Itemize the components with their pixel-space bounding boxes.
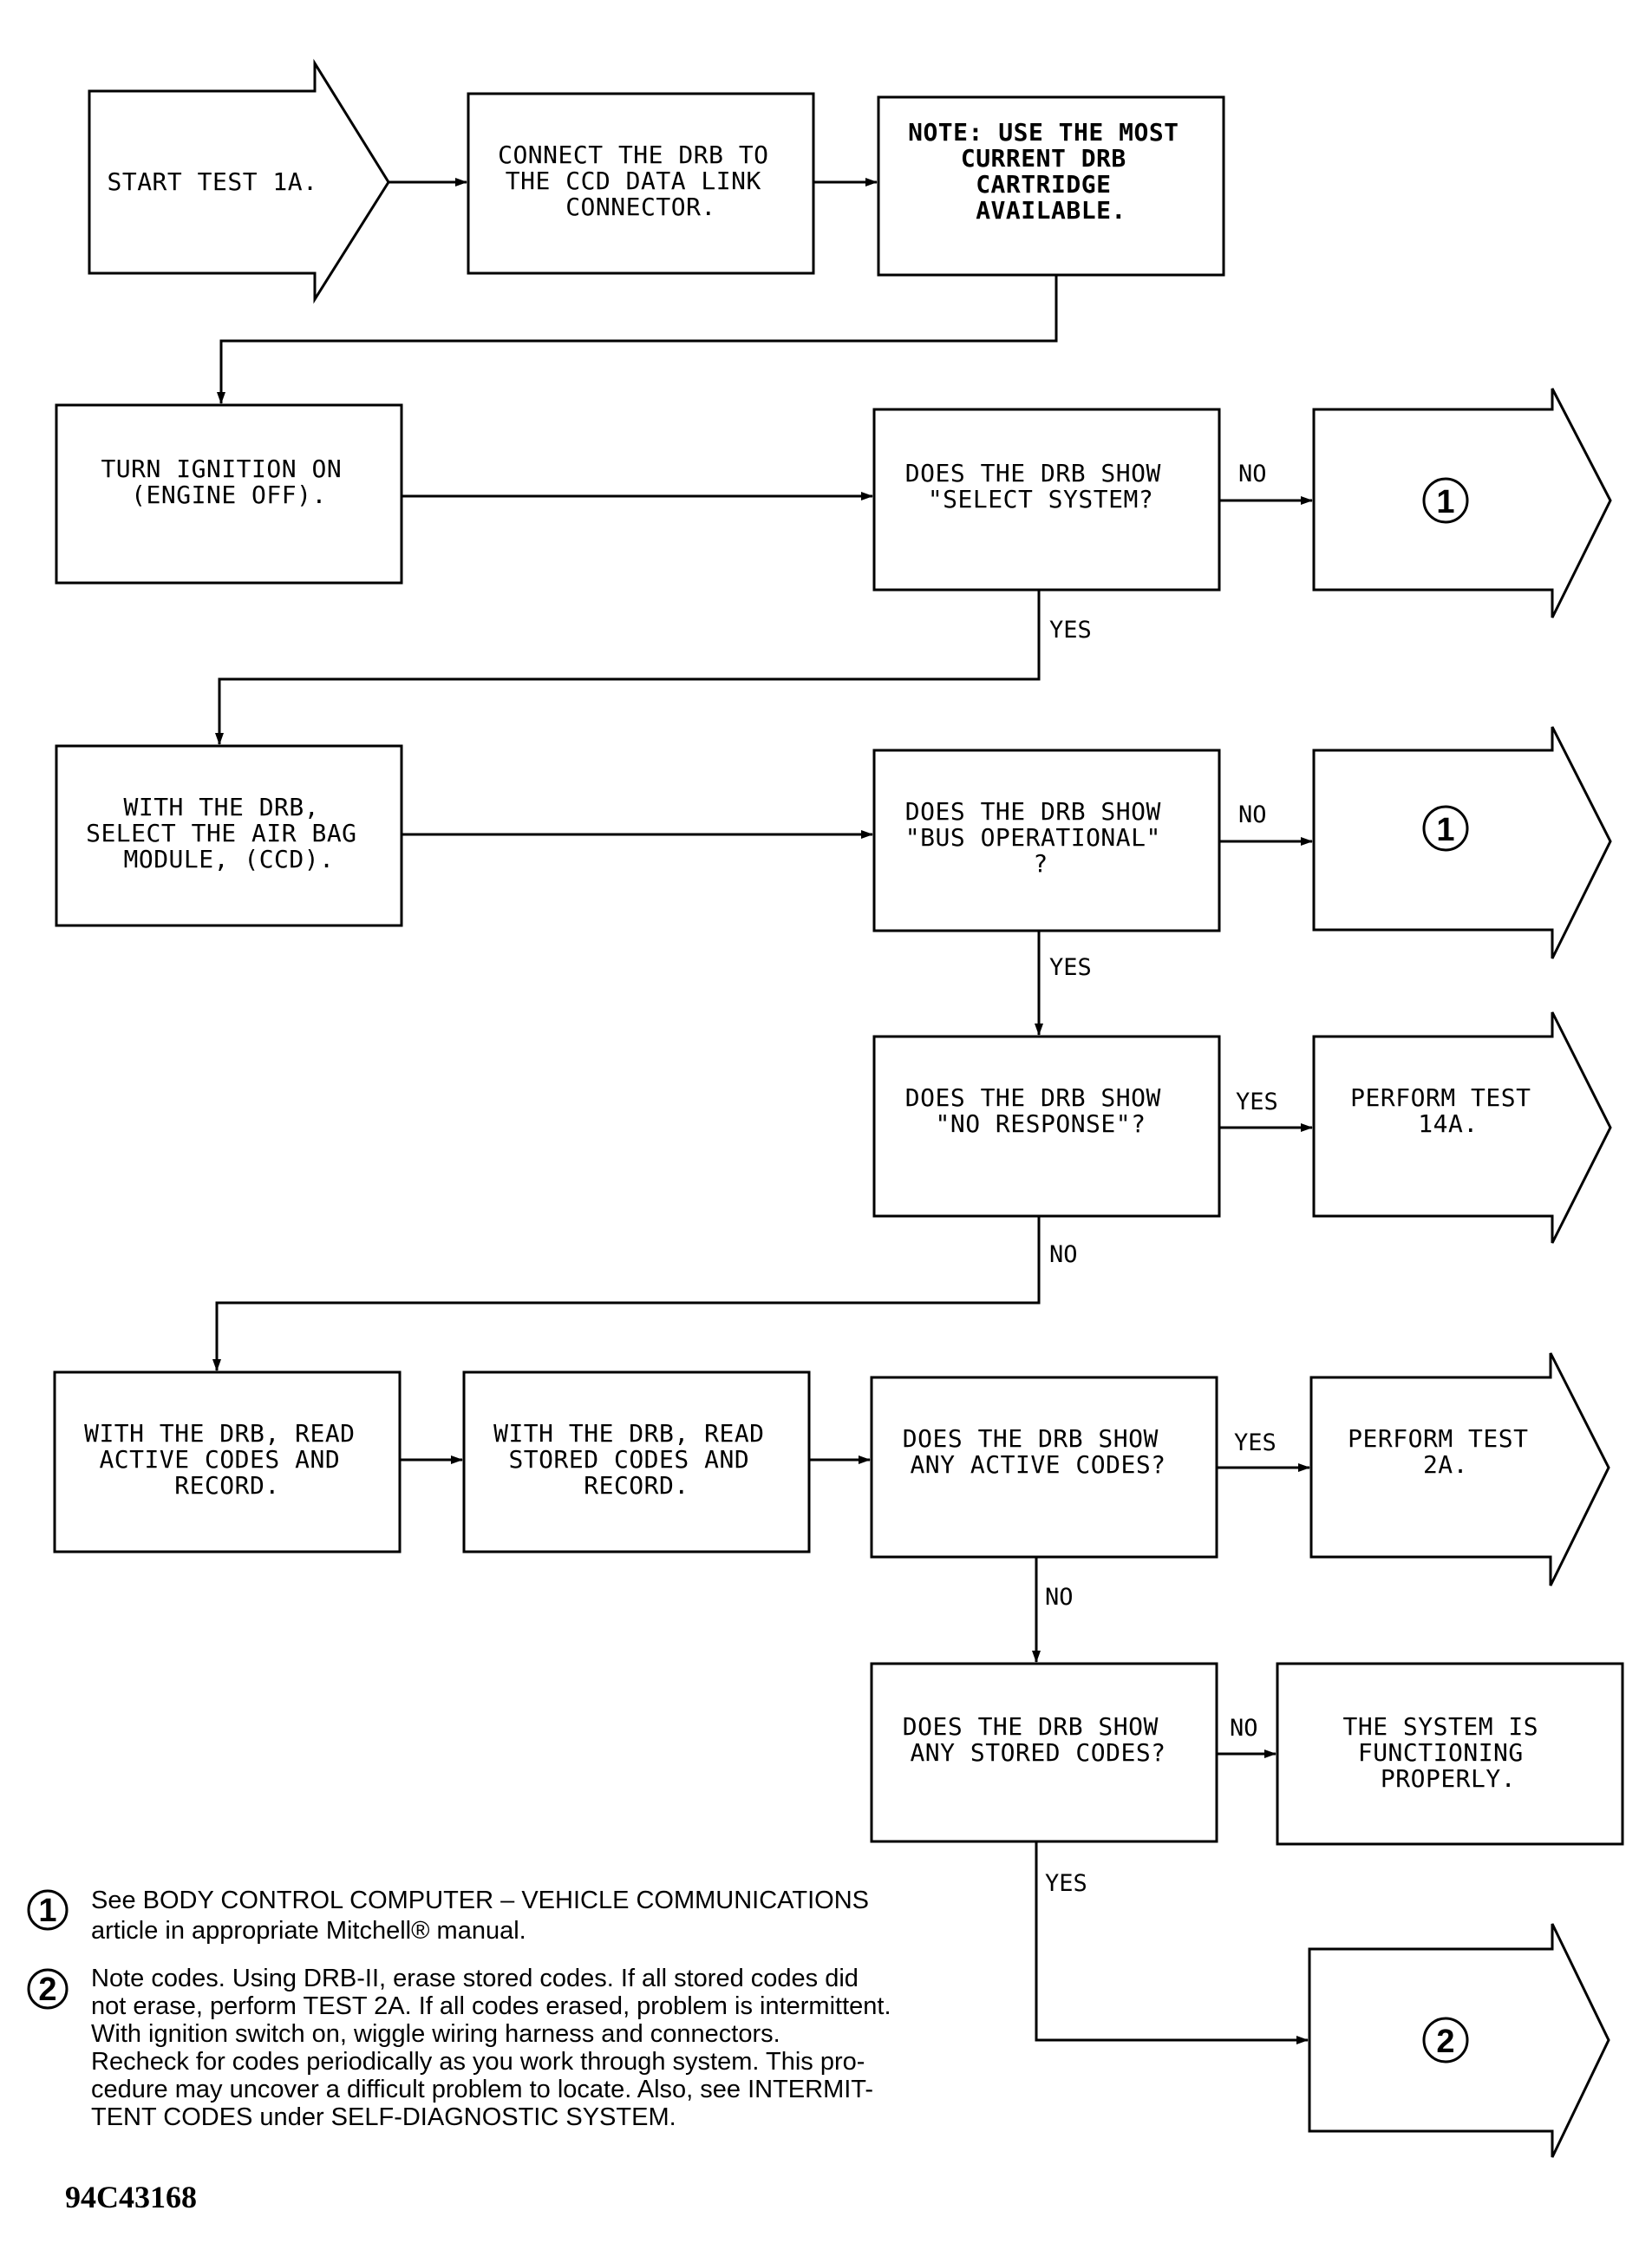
connector-2-number: 2: [1436, 2024, 1454, 2060]
label-activeq-yes: YES: [1234, 1429, 1277, 1456]
connector-1-arrow-a: [1312, 388, 1612, 618]
perform-test-14a-text: PERFORM TEST 14A.: [1350, 1083, 1546, 1138]
start-node: [88, 58, 390, 304]
note-text: NOTE: USE THE MOST CURRENT DRB CARTRIDGE…: [908, 118, 1194, 225]
edge-note-ignition: [217, 275, 1058, 404]
bus-operational-question-node: [872, 749, 1221, 932]
connector-2-arrow: [1308, 1923, 1610, 2158]
connector-1-number-b: 1: [1436, 812, 1454, 848]
read-active-codes-node: [53, 1370, 402, 1553]
footnote-1-text: See BODY CONTROL COMPUTER – VEHICLE COMM…: [91, 1887, 876, 1945]
select-system-question-node: [872, 408, 1221, 592]
label-selectq-yes: YES: [1049, 617, 1092, 644]
footnote-1-circle: [27, 1889, 69, 1931]
footnote-2-number: 2: [38, 1972, 56, 2008]
edge-noresp-no: [212, 1216, 1041, 1371]
label-storedq-no: NO: [1230, 1715, 1258, 1742]
turn-ignition-node: [55, 403, 403, 585]
no-response-question-node: [872, 1035, 1221, 1218]
stored-codes-question-text: DOES THE DRB SHOW ANY STORED CODES?: [903, 1712, 1173, 1767]
system-functioning-text: THE SYSTEM IS FUNCTIONING PROPERLY.: [1342, 1712, 1553, 1793]
connector-2-circle: [1422, 2017, 1469, 2064]
select-airbag-node: [55, 744, 403, 927]
footnote-2-circle: [27, 1968, 69, 2010]
connector-1-circle-b: [1422, 805, 1469, 852]
stored-codes-question-node: [870, 1662, 1218, 1843]
active-codes-question-text: DOES THE DRB SHOW ANY ACTIVE CODES?: [903, 1424, 1173, 1479]
footnote-1-number: 1: [38, 1893, 56, 1929]
connect-drb-text: CONNECT THE DRB TO THE CCD DATA LINK CON…: [498, 141, 784, 221]
perform-test-2a-text: PERFORM TEST 2A.: [1348, 1424, 1544, 1479]
start-node-text: START TEST 1A.: [107, 167, 317, 196]
edge-storedq-yes: [1035, 1841, 1309, 2044]
read-active-codes-text: WITH THE DRB, READ ACTIVE CODES AND RECO…: [84, 1419, 370, 1500]
no-response-question-text: DOES THE DRB SHOW "NO RESPONSE"?: [905, 1083, 1176, 1138]
figure-id: 94C43168: [65, 2180, 197, 2214]
label-activeq-no: NO: [1045, 1584, 1074, 1611]
label-busq-yes: YES: [1049, 954, 1092, 981]
edge-selectq-yes: [215, 590, 1041, 745]
label-noresp-no: NO: [1049, 1241, 1078, 1268]
perform-test-2a-node: [1309, 1352, 1610, 1586]
turn-ignition-text: TURN IGNITION ON (ENGINE OFF).: [101, 455, 356, 509]
system-functioning-node: [1276, 1662, 1624, 1846]
label-busq-no: NO: [1238, 801, 1267, 828]
perform-test-14a-node: [1312, 1011, 1612, 1244]
connector-1-circle-a: [1422, 477, 1469, 524]
select-airbag-text: WITH THE DRB, SELECT THE AIR BAG MODULE,…: [86, 793, 372, 873]
note-node: [877, 95, 1225, 277]
label-noresp-yes: YES: [1236, 1089, 1278, 1115]
connect-drb-node: [467, 92, 815, 275]
read-stored-codes-text: WITH THE DRB, READ STORED CODES AND RECO…: [493, 1419, 780, 1500]
label-selectq-no: NO: [1238, 461, 1267, 487]
connector-1-number-a: 1: [1436, 484, 1454, 520]
label-storedq-yes: YES: [1045, 1870, 1087, 1897]
select-system-question-text: DOES THE DRB SHOW "SELECT SYSTEM?: [905, 459, 1176, 513]
read-stored-codes-node: [462, 1370, 811, 1553]
footnote-2-text: Note codes. Using DRB-II, erase stored c…: [91, 1965, 898, 2131]
bus-operational-question-text: DOES THE DRB SHOW "BUS OPERATIONAL" ?: [905, 797, 1176, 878]
